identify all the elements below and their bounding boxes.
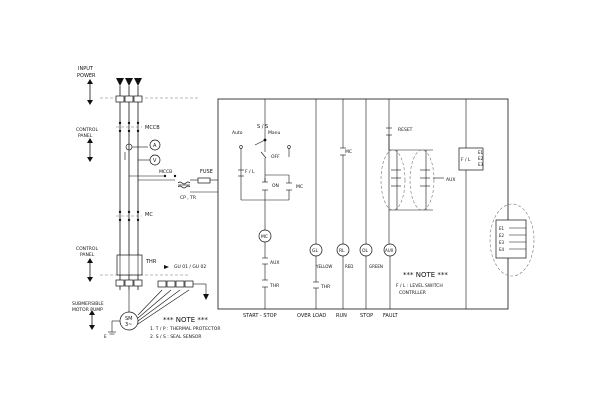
note-right-line-2: CONTRLLER (399, 290, 426, 296)
control-panel-mid-line-2: PANEL (80, 252, 95, 258)
fl-relay: F / L E1 E2 E3 (458, 99, 484, 309)
auto-label: Auto (232, 130, 243, 136)
note-left-line-2: 2. S / S : SEAL SENSOR (150, 334, 202, 340)
manu-label: Manu (268, 130, 280, 136)
control-panel-top-line-2: PANEL (78, 133, 93, 139)
motor-label-1: SM (125, 316, 133, 322)
mc-run-label: MC (345, 149, 352, 155)
branch-lamps: GL YELLOW THR MC RL RED OL GREEN AUX (309, 99, 397, 309)
ss-label: S / S (257, 124, 268, 130)
thr-left-label: THR (269, 283, 279, 289)
yellow-label: YELLOW (315, 264, 332, 269)
green-label: GREEN (369, 264, 383, 269)
rl-lamp-label: RL (339, 248, 345, 254)
svg-text:A: A (153, 143, 157, 149)
on-label: ON (272, 183, 279, 189)
control-panel-top-label: CONTROL PANEL (76, 127, 98, 139)
level-contacts: AUX (380, 149, 455, 211)
input-power-line-1: INPUT (78, 66, 94, 72)
note-right: *** NOTE *** F / L : LEVEL SWITCH CONTRL… (396, 271, 448, 296)
bottom-labels: START - STOP OVER LOAD RUN STOP FAULT (243, 313, 399, 319)
bottom-stop: STOP (360, 313, 373, 319)
reset-label: RESET (398, 127, 413, 133)
gl-lamp-label: GL (312, 248, 318, 254)
thermal-relay: THR (116, 254, 157, 276)
aux-left-label: AUX (270, 260, 279, 266)
mc-coil-label: MC (261, 234, 268, 240)
bottom-run: RUN (336, 313, 347, 319)
phase-input-terminals (116, 78, 142, 86)
note-right-line-1: F / L : LEVEL SWITCH (396, 283, 443, 289)
gu-label: GU 01 / GU 02 (174, 264, 206, 270)
control-transformer: CP , TR (177, 181, 196, 201)
aux-lamp-label: AUX (385, 248, 394, 253)
motor: SM 3~ E (104, 289, 190, 339)
fl-left-label: F / L (245, 169, 255, 175)
motor-label-2: 3~ (125, 322, 132, 328)
top-terminal-block (115, 95, 143, 103)
probe-label-3: E3 (499, 240, 505, 245)
note-left: *** NOTE *** 1. T / P : THERMAL PROTECTO… (150, 316, 220, 340)
probe-label-1: E1 (499, 226, 505, 231)
bottom-fault: FAULT (383, 313, 399, 319)
branch-start-stop: S / S Auto Manu OFF F / L ON MC MC (232, 99, 303, 309)
aux-right-label: AUX (446, 177, 455, 183)
earth-label: E (104, 334, 107, 339)
mccb-main-label: MCCB (145, 125, 160, 131)
input-power-line-2: POWER (77, 73, 96, 79)
gu-terminal-block: GU 01 / GU 02 (157, 264, 209, 300)
thermal-relay-label: THR (145, 259, 157, 265)
mccb-control-label: MCCB (159, 169, 172, 175)
off-label: OFF (271, 154, 280, 160)
thr-ol-label: THR (320, 284, 330, 290)
submersible-label: SUBMERSIBLE MOTOR PUMP (72, 301, 104, 313)
bottom-start-stop: START - STOP (243, 313, 277, 319)
main-contactor: MC (116, 210, 153, 222)
motor-arrow (89, 310, 95, 330)
input-arrow (87, 79, 93, 105)
mc-hold-label: MC (296, 184, 303, 190)
fl-relay-term-3: E3 (478, 162, 484, 167)
mccb-main: MCCB (116, 121, 160, 133)
mccb-control: MCCB (129, 169, 177, 181)
panel-arrow-mid (87, 258, 93, 282)
current-transformer (124, 143, 148, 160)
branch-reset: RESET (386, 127, 433, 211)
probe-label-2: E2 (499, 233, 505, 238)
control-panel-mid-label: CONTROL PANEL (76, 246, 98, 258)
probe-label-4: E4 (499, 247, 505, 252)
fl-relay-label: F / L (461, 157, 471, 163)
control-panel-mid-line-1: CONTROL (76, 246, 98, 252)
fl-relay-term-2: E2 (478, 156, 484, 161)
level-probe-assembly: E1 E2 E3 E4 (489, 203, 535, 277)
note-right-title: *** NOTE *** (403, 271, 448, 279)
red-label: RED (345, 264, 353, 269)
svg-text:V: V (153, 158, 157, 164)
control-circuit-frame (217, 98, 509, 310)
control-panel-top-line-1: CONTROL (76, 127, 98, 133)
submersible-line-2: MOTOR PUMP (72, 307, 103, 313)
ammeter: A (149, 139, 161, 151)
panel-arrow-top (87, 138, 93, 162)
voltmeter: V (138, 154, 161, 166)
fl-relay-term-1: E1 (478, 150, 484, 155)
bottom-over-load: OVER LOAD (297, 313, 326, 319)
note-left-line-1: 1. T / P : THERMAL PROTECTOR (150, 326, 220, 332)
fuse-label: FUSE (200, 169, 213, 175)
cp-tr-label: CP , TR (180, 195, 196, 201)
main-contactor-label: MC (145, 212, 153, 218)
bottom-terminal-block (115, 279, 143, 287)
submersible-line-1: SUBMERSIBLE (72, 301, 104, 307)
note-left-title: *** NOTE *** (163, 316, 208, 324)
input-power-label: INPUT POWER (77, 66, 96, 79)
fuse: FUSE (190, 169, 218, 193)
ol-lamp-label: OL (362, 248, 369, 254)
